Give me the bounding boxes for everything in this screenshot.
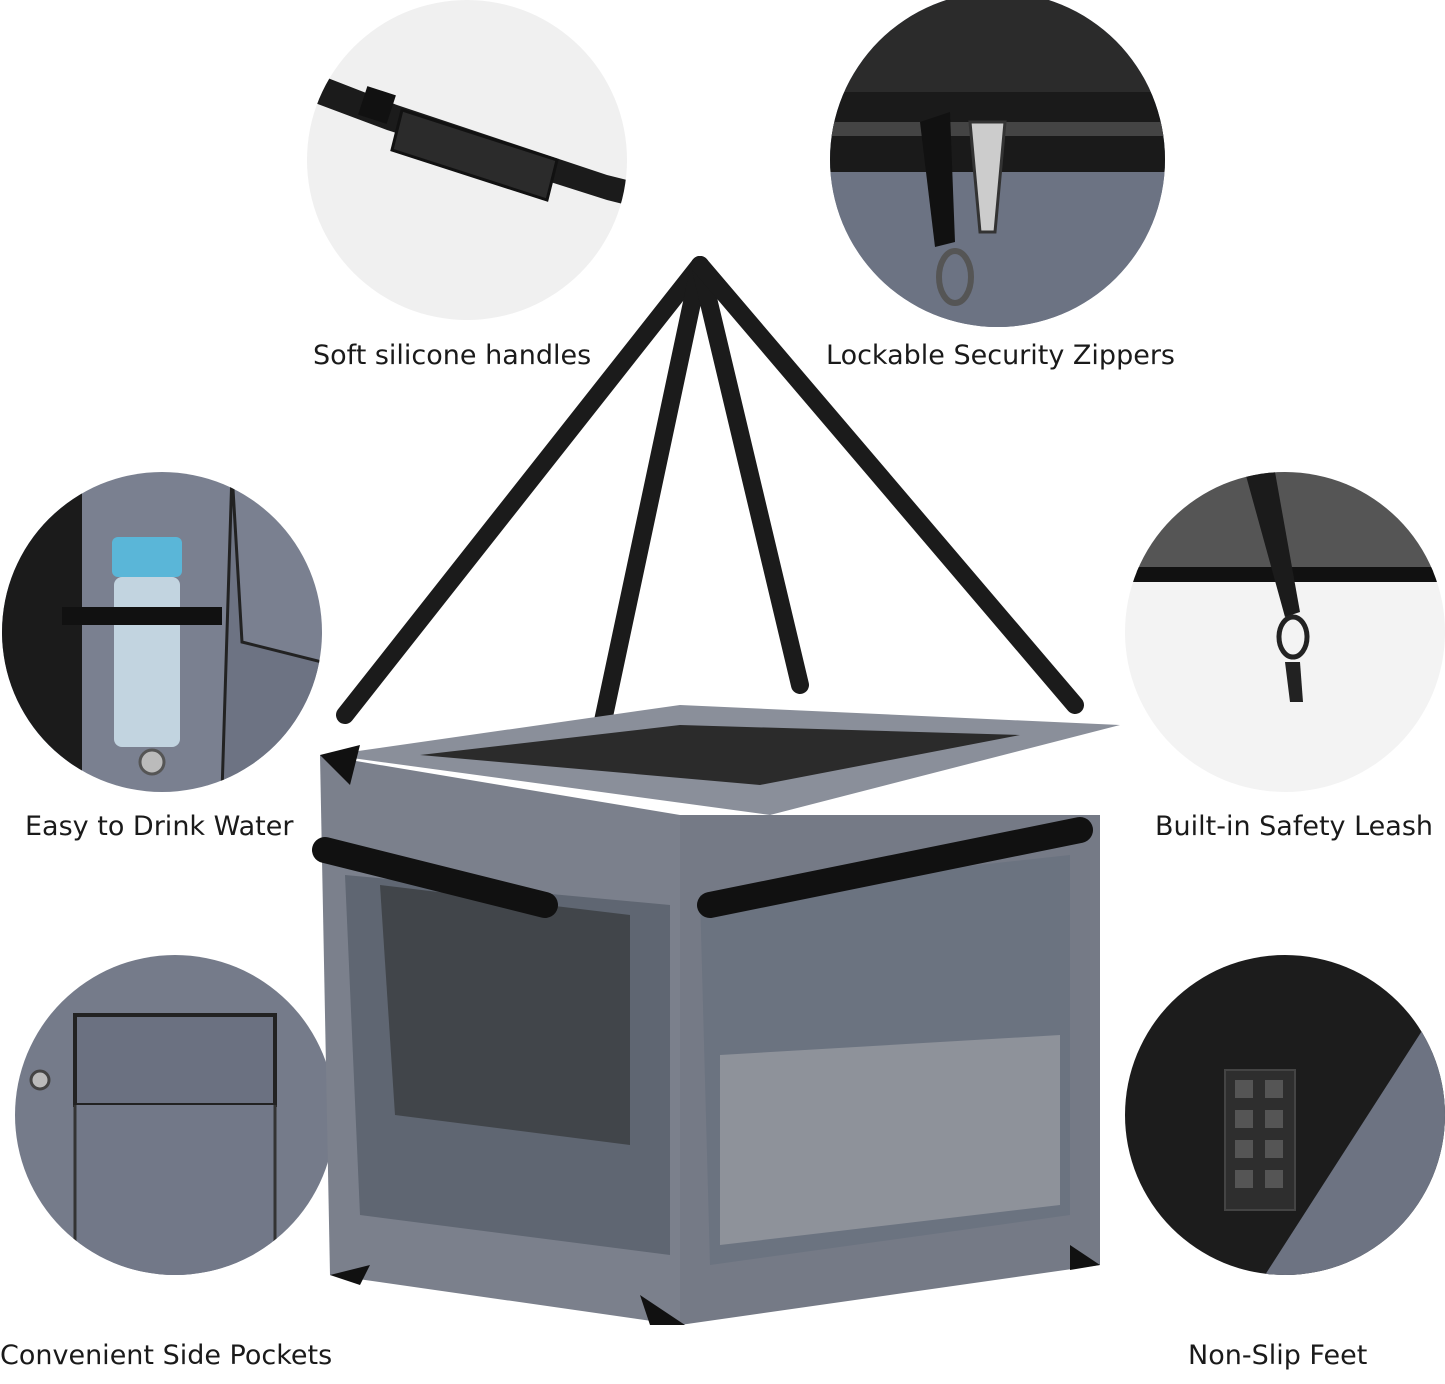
water-bottle-icon xyxy=(2,472,322,792)
pet-carrier-product-image xyxy=(300,255,1180,1335)
rubber-feet-icon xyxy=(1224,995,1445,1275)
water-detail-image xyxy=(2,472,322,792)
feature-label-leash: Built-in Safety Leash xyxy=(1155,811,1434,842)
feature-label-feet: Non-Slip Feet xyxy=(1188,1340,1368,1371)
feature-label-handles: Soft silicone handles xyxy=(313,340,592,371)
handle-strap-icon xyxy=(307,70,627,205)
feature-label-water: Easy to Drink Water xyxy=(25,811,294,842)
feet-detail-image xyxy=(1125,955,1445,1275)
pockets-detail-image xyxy=(15,955,335,1275)
pocket-icon xyxy=(29,1013,277,1275)
feature-label-zippers: Lockable Security Zippers xyxy=(826,340,1175,371)
handles-detail-image xyxy=(307,0,627,320)
feature-label-pockets: Convenient Side Pockets xyxy=(0,1340,333,1371)
